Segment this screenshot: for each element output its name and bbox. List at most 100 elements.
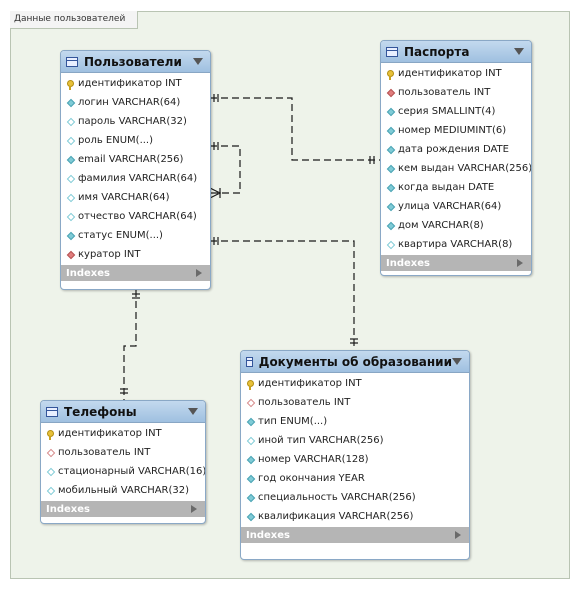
column-definition: улица VARCHAR(64)	[398, 201, 502, 212]
indexes-section[interactable]: Indexes	[241, 527, 469, 543]
column-definition: роль ENUM(...)	[78, 135, 154, 146]
relationship-users-phones	[123, 290, 137, 400]
table-column[interactable]: номер VARCHAR(128)	[241, 450, 469, 469]
table-column[interactable]: фамилия VARCHAR(64)	[61, 169, 210, 188]
column-definition: пользователь INT	[258, 397, 351, 408]
not-null-column-icon	[386, 126, 395, 136]
column-definition: кем выдан VARCHAR(256)	[398, 163, 532, 174]
column-definition: мобильный VARCHAR(32)	[58, 485, 190, 496]
column-definition: квартира VARCHAR(8)	[398, 239, 513, 250]
table-name: Телефоны	[64, 404, 137, 419]
column-definition: имя VARCHAR(64)	[78, 192, 170, 203]
table-column[interactable]: отчество VARCHAR(64)	[61, 207, 210, 226]
collapse-arrow-icon[interactable]	[193, 58, 203, 65]
table-column[interactable]: имя VARCHAR(64)	[61, 188, 210, 207]
table-column[interactable]: серия SMALLINT(4)	[381, 102, 531, 121]
nullable-column-icon	[246, 436, 255, 446]
not-null-column-icon	[386, 183, 395, 193]
nullable-column-icon	[386, 240, 395, 250]
expand-arrow-icon[interactable]	[196, 269, 202, 277]
table-column[interactable]: тип ENUM(...)	[241, 412, 469, 431]
table-passports[interactable]: Паспорта идентификатор INT пользователь IN…	[380, 40, 532, 276]
expand-arrow-icon[interactable]	[191, 505, 197, 513]
column-list: идентификатор INT пользователь INT серия S…	[381, 63, 531, 254]
nullable-column-icon	[66, 212, 75, 222]
column-definition: квалификация VARCHAR(256)	[258, 511, 414, 522]
column-definition: статус ENUM(...)	[78, 230, 163, 241]
table-column[interactable]: квалификация VARCHAR(256)	[241, 507, 469, 526]
table-column[interactable]: мобильный VARCHAR(32)	[41, 481, 205, 500]
column-definition: пароль VARCHAR(32)	[78, 116, 187, 127]
column-definition: пользователь INT	[398, 87, 491, 98]
table-column[interactable]: куратор INT	[61, 245, 210, 264]
primary-key-icon	[386, 69, 395, 80]
nullable-column-icon	[66, 174, 75, 184]
table-header[interactable]: Документы об образовании	[241, 351, 469, 373]
column-definition: email VARCHAR(256)	[78, 154, 184, 165]
table-column[interactable]: роль ENUM(...)	[61, 131, 210, 150]
column-definition: тип ENUM(...)	[258, 416, 328, 427]
nullable-foreign-key-icon	[246, 398, 255, 408]
column-definition: логин VARCHAR(64)	[78, 97, 181, 108]
table-column[interactable]: пользователь INT	[381, 83, 531, 102]
expand-arrow-icon[interactable]	[517, 259, 523, 267]
column-definition: когда выдан DATE	[398, 182, 495, 193]
table-column[interactable]: иной тип VARCHAR(256)	[241, 431, 469, 450]
table-header[interactable]: Пользователи	[61, 51, 210, 73]
column-definition: отчество VARCHAR(64)	[78, 211, 197, 222]
indexes-section[interactable]: Indexes	[61, 265, 210, 281]
collapse-arrow-icon[interactable]	[188, 408, 198, 415]
expand-arrow-icon[interactable]	[455, 531, 461, 539]
table-column[interactable]: когда выдан DATE	[381, 178, 531, 197]
table-column[interactable]: логин VARCHAR(64)	[61, 93, 210, 112]
table-column[interactable]: год окончания YEAR	[241, 469, 469, 488]
table-icon	[386, 46, 398, 57]
table-column[interactable]: кем выдан VARCHAR(256)	[381, 159, 531, 178]
table-column[interactable]: улица VARCHAR(64)	[381, 197, 531, 216]
nullable-column-icon	[46, 467, 55, 477]
relationship-users-curator	[210, 145, 241, 194]
not-null-column-icon	[66, 231, 75, 241]
not-null-column-icon	[386, 221, 395, 231]
not-null-column-icon	[386, 202, 395, 212]
table-column[interactable]: стационарный VARCHAR(16)	[41, 462, 205, 481]
table-column[interactable]: дата рождения DATE	[381, 140, 531, 159]
table-column[interactable]: квартира VARCHAR(8)	[381, 235, 531, 254]
column-list: идентификатор INT логин VARCHAR(64) пароль…	[61, 73, 210, 264]
table-column[interactable]: специальность VARCHAR(256)	[241, 488, 469, 507]
table-column[interactable]: идентификатор INT	[61, 74, 210, 93]
table-column[interactable]: идентификатор INT	[381, 64, 531, 83]
table-column[interactable]: идентификатор INT	[241, 374, 469, 393]
indexes-section[interactable]: Indexes	[381, 255, 531, 271]
table-column[interactable]: статус ENUM(...)	[61, 226, 210, 245]
primary-key-icon	[246, 379, 255, 390]
not-null-column-icon	[386, 145, 395, 155]
table-column[interactable]: идентификатор INT	[41, 424, 205, 443]
collapse-arrow-icon[interactable]	[452, 358, 462, 365]
table-column[interactable]: email VARCHAR(256)	[61, 150, 210, 169]
collapse-arrow-icon[interactable]	[514, 48, 524, 55]
foreign-key-icon	[66, 250, 75, 260]
column-definition: идентификатор INT	[398, 68, 502, 79]
table-column[interactable]: номер MEDIUMINT(6)	[381, 121, 531, 140]
table-header[interactable]: Паспорта	[381, 41, 531, 63]
not-null-column-icon	[246, 417, 255, 427]
table-name: Паспорта	[404, 44, 470, 59]
table-header[interactable]: Телефоны	[41, 401, 205, 423]
not-null-column-icon	[246, 512, 255, 522]
primary-key-icon	[46, 429, 55, 440]
column-list: идентификатор INT пользователь INT тип ENU…	[241, 373, 469, 526]
not-null-column-icon	[246, 455, 255, 465]
column-definition: иной тип VARCHAR(256)	[258, 435, 384, 446]
table-column[interactable]: пароль VARCHAR(32)	[61, 112, 210, 131]
table-column[interactable]: пользователь INT	[241, 393, 469, 412]
not-null-column-icon	[66, 98, 75, 108]
table-column[interactable]: дом VARCHAR(8)	[381, 216, 531, 235]
indexes-section[interactable]: Indexes	[41, 501, 205, 517]
table-column[interactable]: пользователь INT	[41, 443, 205, 462]
